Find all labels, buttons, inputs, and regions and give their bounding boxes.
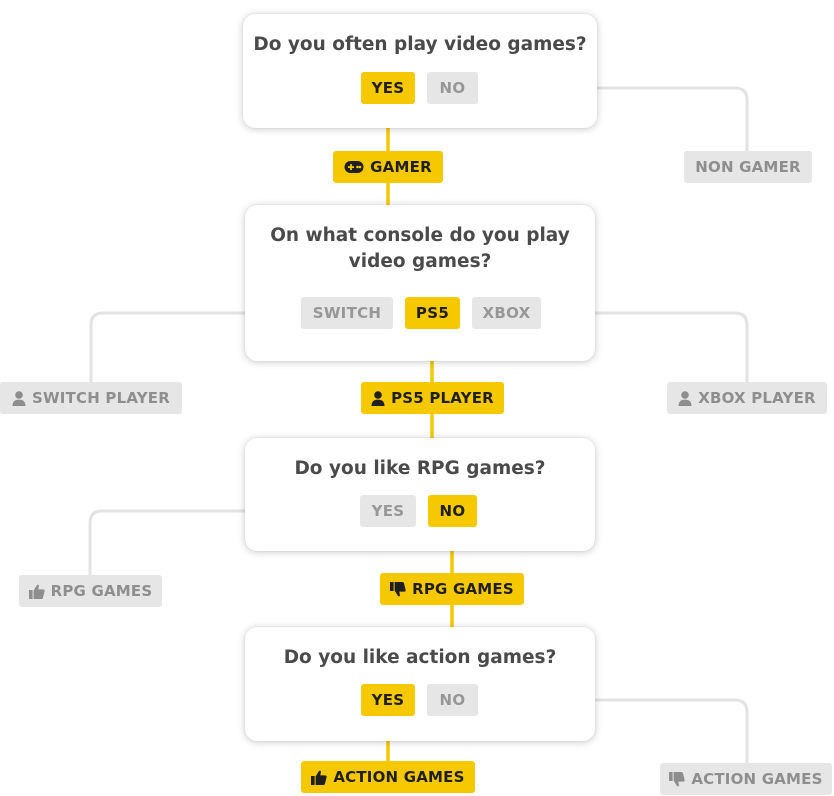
outcome-switch-player: SWITCH PLAYER [0,382,182,414]
outcome-rpg-dislike-label: RPG GAMES [412,580,514,598]
question-card-3 [245,438,595,551]
thumbs-up-icon [28,584,45,599]
connector-q2-xbox-player [541,311,749,383]
outcome-gamer-label: GAMER [370,158,432,176]
question-1-text: Do you often play video games? [253,34,587,55]
outcome-rpg-dislike: RPG GAMES [380,573,524,605]
outcome-action-dislike: ACTION GAMES [660,763,832,795]
outcome-ps5-player-label: PS5 PLAYER [391,389,494,407]
outcome-xbox-player-label: XBOX PLAYER [698,389,816,407]
question-card-2 [245,205,595,361]
connector-q2-switch-player [89,311,301,383]
q4-yes-button[interactable]: YES [361,684,415,716]
q3-yes-button[interactable]: YES [360,495,416,527]
user-icon [371,390,385,406]
outcome-rpg-like-label: RPG GAMES [50,582,153,600]
outcome-rpg-like: RPG GAMES [19,575,162,607]
q2-ps5-button[interactable]: PS5 [405,297,460,329]
q1-yes-button[interactable]: YES [361,72,415,104]
user-icon [678,390,692,406]
connector-q4-no-action-dislike [478,698,749,764]
question-4-text: Do you like action games? [283,647,557,668]
question-card-1 [243,14,597,128]
q2-xbox-button[interactable]: XBOX [472,297,541,329]
user-icon [12,390,26,406]
question-card-4 [245,627,595,741]
connector-q1-no-non-gamer [478,86,749,152]
outcome-action-like-label: ACTION GAMES [333,768,465,786]
thumbs-down-icon [390,581,406,597]
gamepad-icon [344,160,364,174]
outcome-gamer: GAMER [333,151,443,183]
outcome-non-gamer-label: NON GAMER [695,158,801,176]
question-3-text: Do you like RPG games? [294,458,546,479]
q4-no-button[interactable]: NO [427,684,478,716]
q3-no-button[interactable]: NO [428,495,477,527]
outcome-xbox-player: XBOX PLAYER [667,382,827,414]
outcome-action-like: ACTION GAMES [301,761,475,793]
question-2-text: On what console do you play video games? [270,225,570,272]
connector-q3-yes-rpg-like [88,509,360,576]
q1-no-button[interactable]: NO [427,72,478,104]
outcome-action-dislike-label: ACTION GAMES [691,770,823,788]
outcome-non-gamer: NON GAMER [684,151,812,183]
outcome-ps5-player: PS5 PLAYER [361,382,504,414]
thumbs-down-icon [669,771,686,787]
outcome-switch-player-label: SWITCH PLAYER [32,389,170,407]
thumbs-up-icon [311,770,328,785]
q2-switch-button[interactable]: SWITCH [301,297,393,329]
